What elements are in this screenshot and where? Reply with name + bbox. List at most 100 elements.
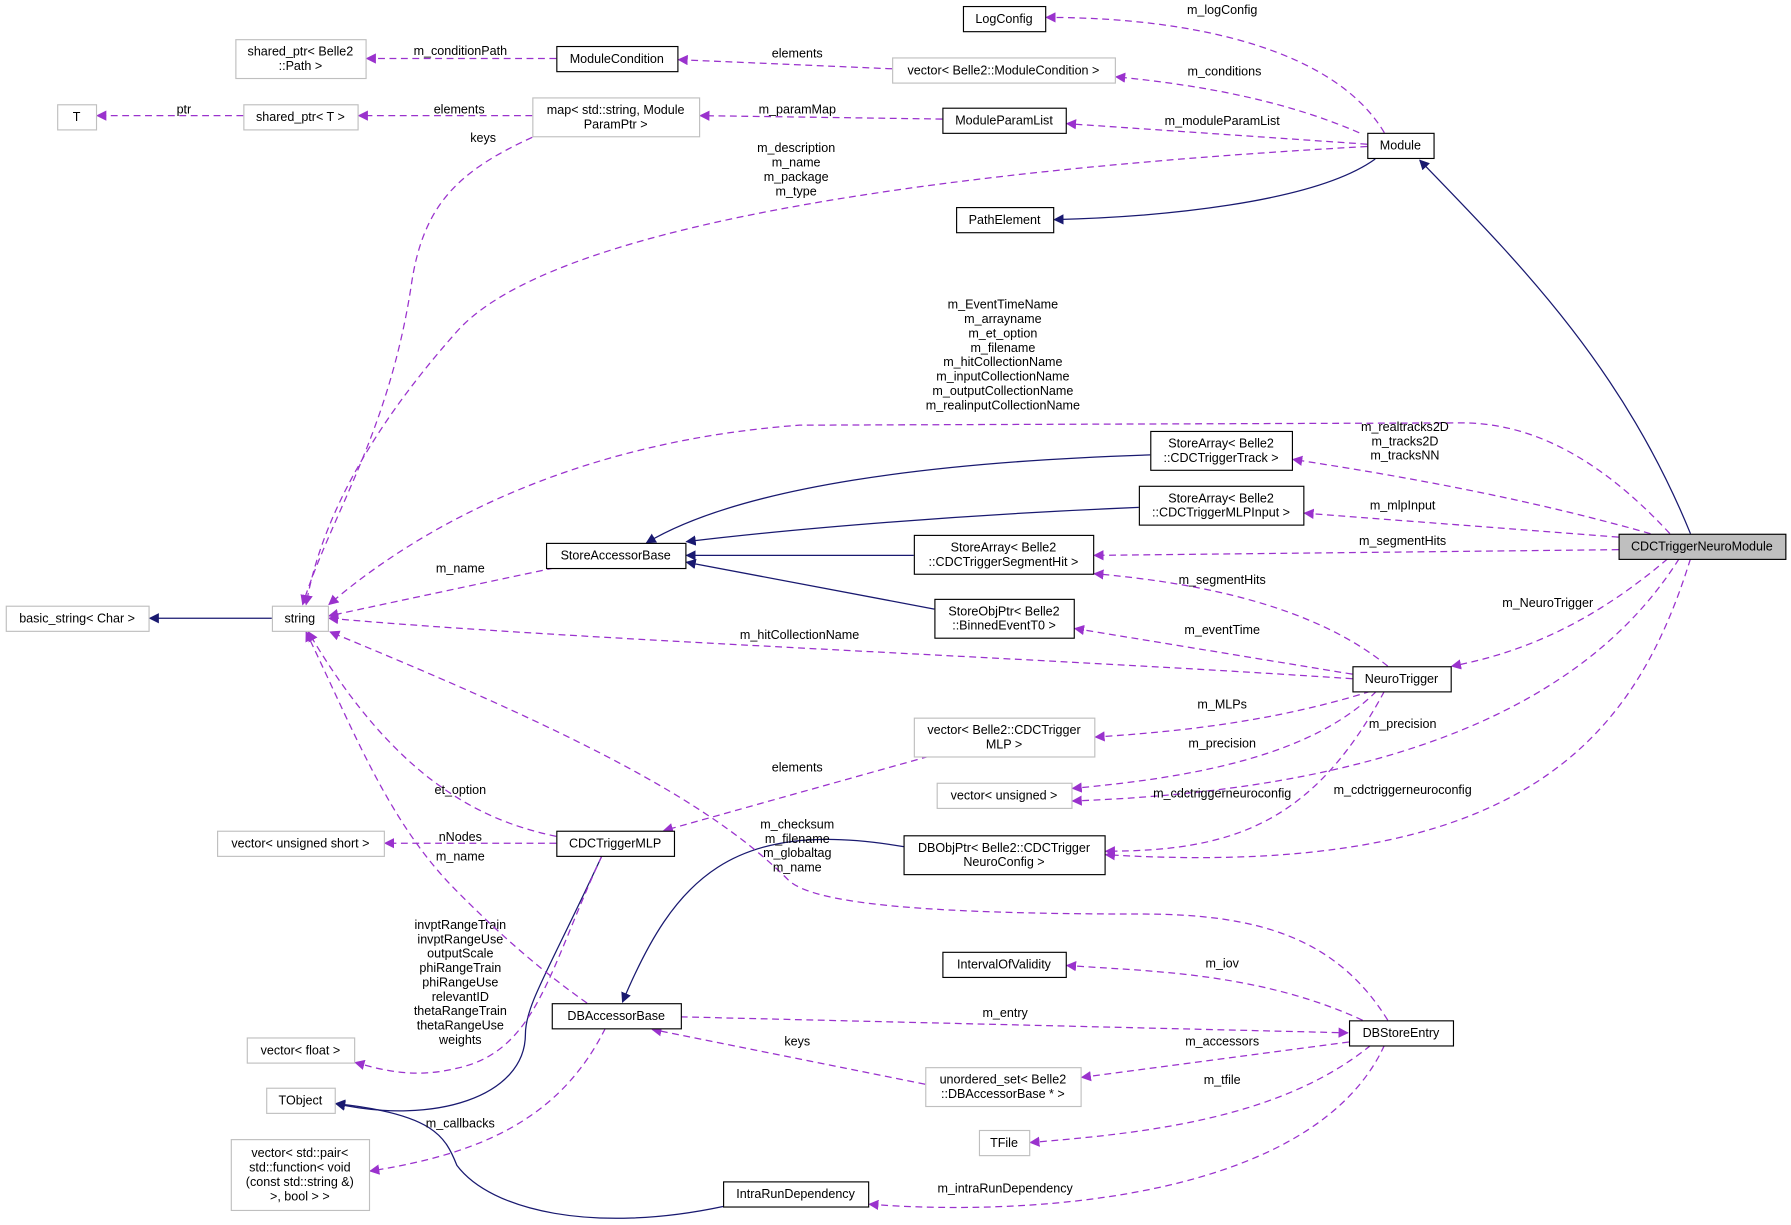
node-box [962,5,1047,33]
class-node-neurotrigger[interactable]: NeuroTrigger [1352,666,1452,693]
node-label: ::CDCTriggerTrack > [1163,451,1278,465]
node-label: NeuroTrigger [1365,672,1438,686]
class-node-module[interactable]: Module [1367,132,1435,160]
node-label: ::Path > [279,59,323,73]
usage-arrow [305,630,588,1004]
class-node-dbstoreentry[interactable]: DBStoreEntry [1348,1020,1455,1047]
usage-edge-dbstoreentry-to-unorderedset: m_accessors [1080,1034,1350,1082]
usage-edge-neuromodule-to-samlpinput: m_mlpInput [1303,499,1619,538]
edge-label: m_tracksNN [1370,449,1439,463]
edge-label: elements [434,102,485,116]
class-node-modulecondition[interactable]: ModuleCondition [556,45,679,73]
edge-label: m_conditionPath [414,44,507,58]
node-label: StoreArray< Belle2 [1168,491,1274,505]
node-label: std::function< void [249,1161,351,1175]
class-node-dbobjptr[interactable]: DBObjPtr< Belle2::CDCTriggerNeuroConfig … [903,835,1106,876]
usage-edge-neuromodule-to-vecunsigned: m_precision [1071,558,1680,806]
edge-label: ptr [177,102,192,116]
usage-arrow [1093,569,1389,667]
node-label: CDCTriggerNeuroModule [1631,540,1773,554]
usage-arrow [329,630,1389,1021]
class-node-sharedptrt: shared_ptr< T > [243,104,359,131]
usage-arrow [354,855,603,1074]
class-node-intrarun[interactable]: IntraRunDependency [723,1181,870,1208]
edge-label: relevantID [432,990,489,1004]
class-node-basicstring: basic_string< Char > [5,605,150,632]
class-node-sasegmenthit[interactable]: StoreArray< Belle2::CDCTriggerSegmentHit… [913,534,1095,575]
usage-edge-neurotrigger-to-vecunsigned: m_precision [1071,690,1377,793]
class-node-moduleparamlist[interactable]: ModuleParamList [942,107,1067,134]
inheritance-arrow [334,855,603,1112]
node-label: shared_ptr< Belle2 [248,45,354,59]
inheritance-edge-sopeventt0-to-storeaccessorbase [685,558,935,610]
edge-label: m_MLPs [1197,697,1247,711]
inheritance-edge-satrack-to-storeaccessorbase [645,454,1151,544]
class-node-sopeventt0[interactable]: StoreObjPtr< Belle2::BinnedEventT0 > [934,598,1075,639]
class-node-tfile: TFile [978,1129,1031,1157]
edge-label: outputScale [427,947,493,961]
inheritance-edge-intrarun-to-tobject [334,1099,724,1219]
usage-arrow [1450,558,1669,670]
inheritance-edge-module-to-pathelement [1053,158,1376,225]
usage-arrow [699,110,943,121]
usage-edge-module-to-vecmodulecondition: m_conditions [1114,65,1360,134]
usage-arrow [1093,549,1619,561]
usage-arrow [369,1027,606,1175]
edge-label: m_filename [765,832,830,846]
usage-edge-module-to-logconfig: m_logConfig [1045,3,1385,134]
node-label: vector< Belle2::ModuleCondition > [908,63,1100,77]
usage-edge-vecmlp-to-cdctriggermlp: elements [662,755,929,834]
class-node-logconfig[interactable]: LogConfig [962,5,1047,33]
usage-arrow [1071,558,1680,806]
edge-label: m_moduleParamList [1165,114,1281,128]
inheritance-arrow [1053,158,1376,225]
usage-edge-module-to-moduleparamlist: m_moduleParamList [1065,114,1368,145]
node-box [1150,430,1293,471]
node-box [936,782,1073,809]
edge-label: m_outputCollectionName [932,384,1073,398]
edge-label: m_paramMap [759,102,836,116]
edge-label: m_precision [1188,736,1256,750]
edge-label: thetaRangeUse [417,1019,504,1033]
usage-edge-dbstoreentry-to-iov: m_iov [1065,957,1363,1021]
class-node-storeaccessorbase[interactable]: StoreAccessorBase [545,542,687,570]
edge-label: m_type [776,184,817,198]
edge-label: m_iov [1205,957,1239,971]
node-label: ::DBAccessorBase * > [941,1087,1065,1101]
usage-arrow [651,1026,926,1085]
usage-edge-mapparam-to-string: keys [300,131,533,606]
edge-label: m_realtracks2D [1361,420,1449,434]
usage-edge-moduleparamlist-to-mapparam: m_paramMap [699,102,943,121]
node-box [235,39,367,80]
edge-label: et_option [434,783,486,797]
node-label: vector< Belle2::CDCTrigger [927,723,1080,737]
edge-label: m_filename [970,341,1035,355]
node-box [5,605,150,632]
class-node-vecmlp: vector< Belle2::CDCTriggerMLP > [913,717,1096,758]
node-box [1618,533,1787,560]
edge-label: m_globaltag [763,846,831,860]
node-box [246,1037,356,1064]
class-node-satrack[interactable]: StoreArray< Belle2::CDCTriggerTrack > [1150,430,1293,471]
class-node-iov[interactable]: IntervalOfValidity [942,951,1067,979]
node-label: string [284,612,315,626]
node-label: IntervalOfValidity [957,958,1052,972]
class-node-pathelement[interactable]: PathElement [956,207,1055,234]
edge-label: nNodes [439,830,482,844]
usage-edge-neurotrigger-to-sopeventt0: m_eventTime [1073,623,1353,675]
node-label: ::CDCTriggerSegmentHit > [929,555,1079,569]
node-box [1352,666,1452,693]
node-box [217,830,385,857]
class-node-samlpinput[interactable]: StoreArray< Belle2::CDCTriggerMLPInput > [1138,485,1305,526]
edge-label: weights [438,1033,482,1047]
edge-label: phiRangeTrain [419,961,501,975]
usage-arrow [300,136,533,606]
class-node-dbaccessorbase[interactable]: DBAccessorBase [551,1003,682,1030]
class-node-cdctriggermlp[interactable]: CDCTriggerMLP [556,830,676,857]
edge-label: m_entry [982,1006,1028,1020]
node-label: IntraRunDependency [736,1187,855,1201]
usage-arrow [1114,72,1360,134]
inheritance-arrow [645,454,1151,544]
node-box [545,542,687,570]
